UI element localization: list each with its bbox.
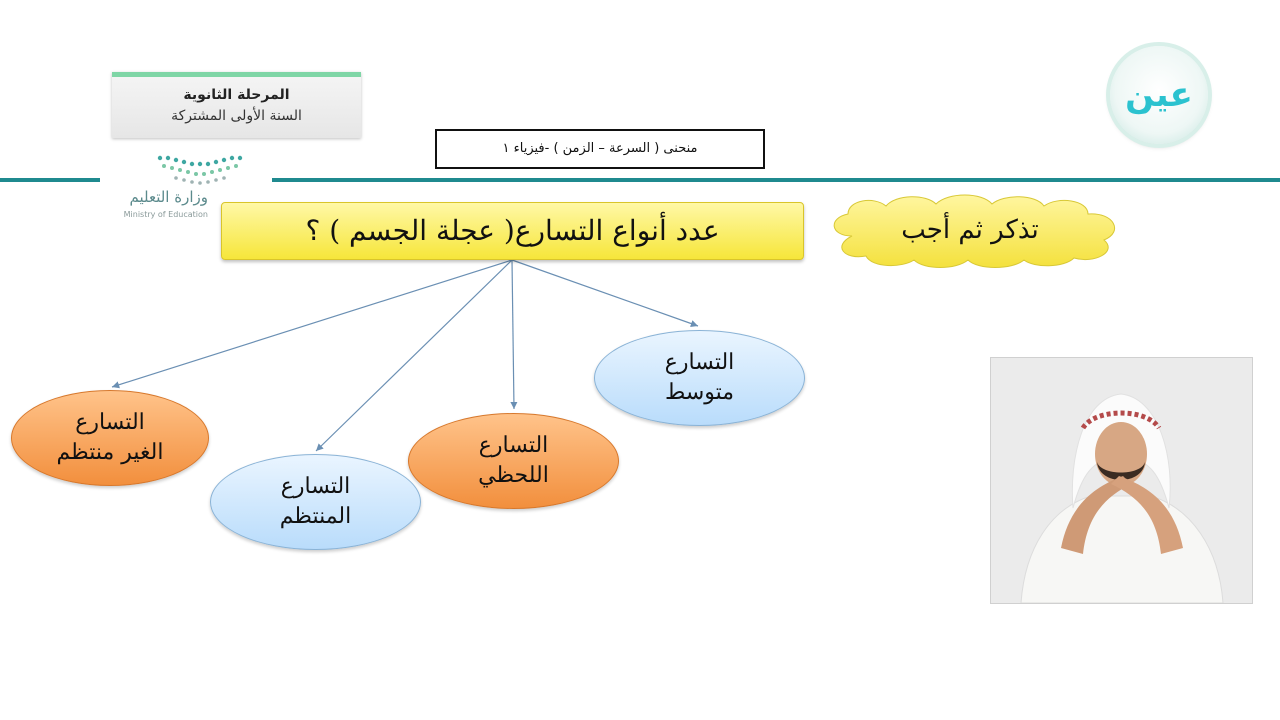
arrow-to-non-uniform	[111, 259, 513, 389]
ministry-name-ar: وزارة التعليم	[129, 188, 208, 206]
arrow-to-uniform	[315, 259, 513, 452]
question-banner: عدد أنواع التسارع( عجلة الجسم ) ؟	[221, 202, 804, 260]
grade-card: المرحلة الثانوية السنة الأولى المشتركة	[112, 72, 361, 138]
recall-prompt: تذكر ثم أجب	[901, 215, 1039, 245]
ministry-dots-icon	[157, 155, 243, 185]
node-label-line1: التسارع	[478, 433, 549, 458]
grade-stage-label: المرحلة الثانوية	[183, 87, 290, 103]
node-instantaneous-acceleration: التسارع اللحظي	[408, 413, 619, 509]
divider-line-right	[272, 178, 1280, 182]
node-label-line2: متوسط	[664, 380, 735, 405]
cloud-shape	[833, 194, 1116, 268]
node-label-line1: التسارع	[280, 474, 351, 499]
lesson-title: منحنى ( السرعة – الزمن ) -فيزياء ١	[435, 129, 765, 169]
ministry-logo: وزارة التعليم Ministry of Education	[108, 152, 243, 224]
arrow-to-average	[511, 259, 699, 327]
grade-year-label: السنة الأولى المشتركة	[171, 108, 302, 124]
arrow-to-instantaneous	[510, 259, 518, 410]
node-uniform-acceleration: التسارع المنتظم	[210, 454, 421, 550]
interpreter-figure	[1020, 393, 1224, 603]
node-label-line1: التسارع	[75, 410, 145, 435]
eyn-logo-text: عين	[1125, 75, 1193, 115]
node-label-line1: التسارع	[664, 350, 735, 375]
node-average-acceleration: التسارع متوسط	[594, 330, 805, 426]
ministry-name-en: Ministry of Education	[123, 210, 208, 219]
eyn-channel-logo: عين	[1110, 46, 1208, 144]
divider-line-left	[0, 178, 100, 182]
sign-language-video	[990, 357, 1253, 604]
node-label-line2: الغير منتظم	[56, 440, 164, 465]
node-non-uniform-acceleration: التسارع الغير منتظم	[11, 390, 209, 486]
node-label-line2: المنتظم	[279, 504, 352, 529]
node-label-line2: اللحظي	[478, 463, 549, 488]
